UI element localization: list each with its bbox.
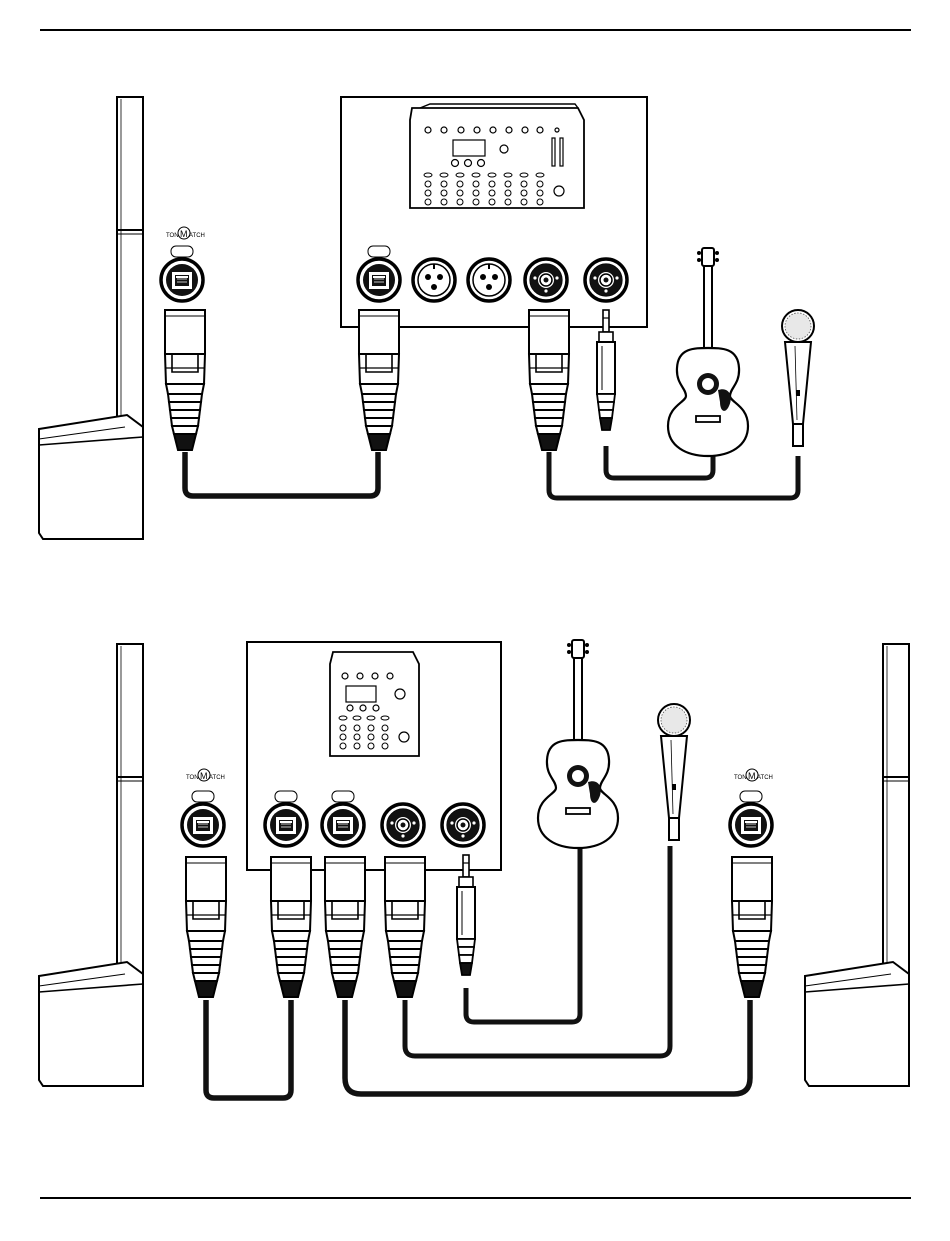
cable-tonematch-link	[185, 452, 378, 496]
cable-tonematch-speaker-left	[206, 1000, 291, 1098]
speaker-array-bottom-right	[805, 644, 909, 1086]
xlr-plug-mixer-bottom-1	[271, 857, 311, 997]
svg-text:ATCH: ATCH	[757, 775, 773, 781]
top-setup: TONE M ATCH	[39, 97, 814, 539]
speaker-array-top	[39, 97, 143, 539]
combo-jack-2-bottom[interactable]	[442, 804, 484, 846]
mixer-top	[410, 104, 584, 208]
tonematch-label-bottom-right: TONE M ATCH	[734, 769, 773, 781]
combo-jack-1-bottom[interactable]	[382, 804, 424, 846]
tonematch-label-top: TONE M ATCH	[166, 227, 205, 239]
xlr-plug-speaker-bottom-right	[732, 857, 772, 997]
svg-text:ATCH: ATCH	[209, 775, 225, 781]
tonematch-port-speaker-bottom-left[interactable]	[182, 791, 224, 846]
xlr-plug-mic-bottom	[385, 857, 425, 997]
xlr-plug-speaker-top	[165, 310, 205, 450]
cable-guitar-bottom	[466, 846, 580, 1022]
guitar-top	[668, 248, 748, 456]
cable-mic-top	[549, 452, 798, 498]
combo-jack-1-top[interactable]	[525, 259, 567, 301]
svg-text:ATCH: ATCH	[189, 233, 205, 239]
xlr-input-1-top[interactable]	[413, 259, 455, 301]
bottom-setup: TONE M ATCH TONE M ATCH	[39, 640, 909, 1098]
microphone-bottom	[658, 704, 690, 840]
svg-text:M: M	[748, 771, 756, 781]
tonematch-label-bottom-left: TONE M ATCH	[186, 769, 225, 781]
guitar-bottom	[538, 640, 618, 848]
tonematch-port-speaker-top[interactable]	[161, 246, 203, 301]
quarter-inch-plug-bottom	[457, 855, 475, 975]
svg-text:M: M	[200, 771, 208, 781]
speaker-array-bottom-left	[39, 644, 143, 1086]
xlr-plug-speaker-bottom-left	[186, 857, 226, 997]
xlr-plug-mic-top	[529, 310, 569, 450]
xlr-plug-mixer-bottom-2	[325, 857, 365, 997]
microphone-top	[782, 310, 814, 446]
xlr-input-2-top[interactable]	[468, 259, 510, 301]
xlr-plug-mixer-top	[359, 310, 399, 450]
tonematch-port-speaker-bottom-right[interactable]	[730, 791, 772, 846]
svg-text:M: M	[180, 229, 188, 239]
mixer-bottom	[330, 652, 419, 756]
combo-jack-2-top[interactable]	[585, 259, 627, 301]
